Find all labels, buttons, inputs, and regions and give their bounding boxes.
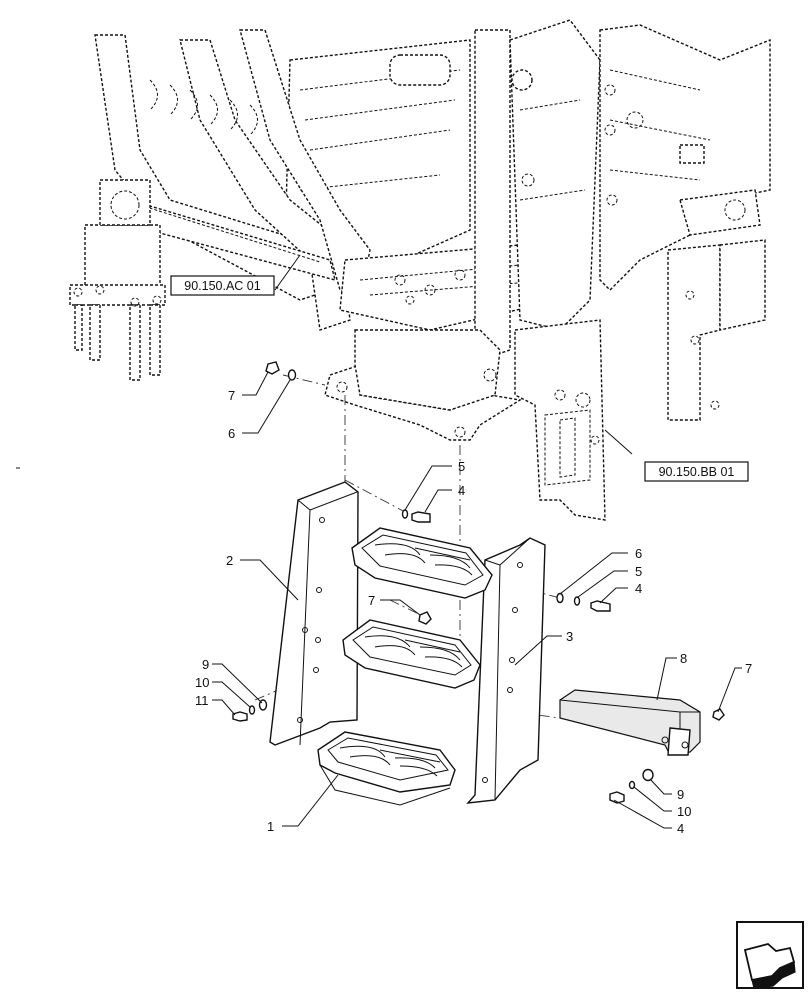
callout-10: 10 xyxy=(677,804,691,819)
callout-6: 6 xyxy=(228,426,235,441)
part-2-left-stringer xyxy=(269,481,359,746)
callout-9: 9 xyxy=(677,787,684,802)
reference-label-ac: 90.150.AC 01 xyxy=(184,279,260,293)
part-3-right-stringer xyxy=(466,537,546,804)
callout-11: 11 xyxy=(195,693,209,708)
callout-numbers: 7 6 5 4 2 6 5 4 7 3 8 7 9 10 11 9 10 4 1 xyxy=(195,388,752,836)
upper-step-tread xyxy=(351,527,493,599)
cab-frame-phantom xyxy=(69,19,771,521)
callout-1: 1 xyxy=(267,819,274,834)
reference-box-90-150-ac[interactable]: 90.150.AC 01 xyxy=(170,275,275,296)
callout-10: 10 xyxy=(195,675,209,690)
part-1-bottom-step xyxy=(317,731,456,806)
callout-8: 8 xyxy=(680,651,687,666)
callout-5: 5 xyxy=(635,564,642,579)
reference-box-90-150-bb[interactable]: 90.150.BB 01 xyxy=(644,461,749,482)
callout-7: 7 xyxy=(368,593,375,608)
callout-6: 6 xyxy=(635,546,642,561)
callout-4: 4 xyxy=(458,483,465,498)
hardware xyxy=(232,361,725,804)
next-arrow-icon[interactable] xyxy=(736,921,804,989)
callout-4: 4 xyxy=(677,821,684,836)
part-8-side-bracket xyxy=(559,689,701,756)
leader-lines xyxy=(212,254,742,829)
middle-step-tread xyxy=(342,619,481,689)
callout-5: 5 xyxy=(458,459,465,474)
callout-2: 2 xyxy=(226,553,233,568)
reference-label-bb: 90.150.BB 01 xyxy=(659,465,735,479)
callout-4: 4 xyxy=(635,581,642,596)
callout-7: 7 xyxy=(745,661,752,676)
callout-3: 3 xyxy=(566,629,573,644)
callout-9: 9 xyxy=(202,657,209,672)
callout-7: 7 xyxy=(228,388,235,403)
